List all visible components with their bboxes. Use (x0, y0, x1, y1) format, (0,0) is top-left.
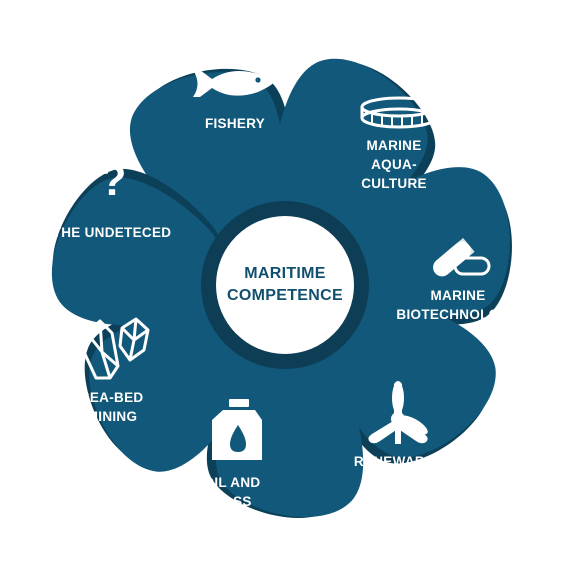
petal-the-undeteced (51, 177, 222, 326)
wind-turbine-icon (368, 381, 428, 444)
sector-label-the-undeteced: THE UNDETECED (52, 225, 172, 240)
svg-text:?: ? (100, 156, 127, 205)
petal-marine-aqua-culture (272, 58, 428, 231)
sector-label-oil-and-gass: OIL AND GASS (203, 475, 261, 509)
sector-label-marine-biotechnology: MARINE BIOTECHNOLOGY (396, 288, 520, 322)
center-circle (216, 216, 354, 354)
petal-oil-and-gass (215, 353, 364, 518)
crystals-icon (82, 317, 150, 380)
sector-label-fishery: FISHERY (204, 116, 266, 131)
petal-renewables (326, 291, 496, 458)
petal-marine-biotechnology (341, 167, 510, 316)
fish-icon (193, 70, 273, 97)
sector-label-sea-bed-mining: SEA-BED MINING (80, 390, 144, 424)
aquaculture-ring-icon (360, 96, 438, 129)
capsule-pills-icon (433, 237, 491, 277)
sector-label-renewables: RENEWABLES (353, 454, 453, 469)
center-title: MARITIME COMPETENCE (227, 265, 343, 304)
oil-canister-icon (212, 399, 262, 460)
question-mark-icon: ? (100, 156, 127, 205)
sector-label-marine-aquaculture: MARINE AQUA- CULTURE (361, 138, 427, 191)
